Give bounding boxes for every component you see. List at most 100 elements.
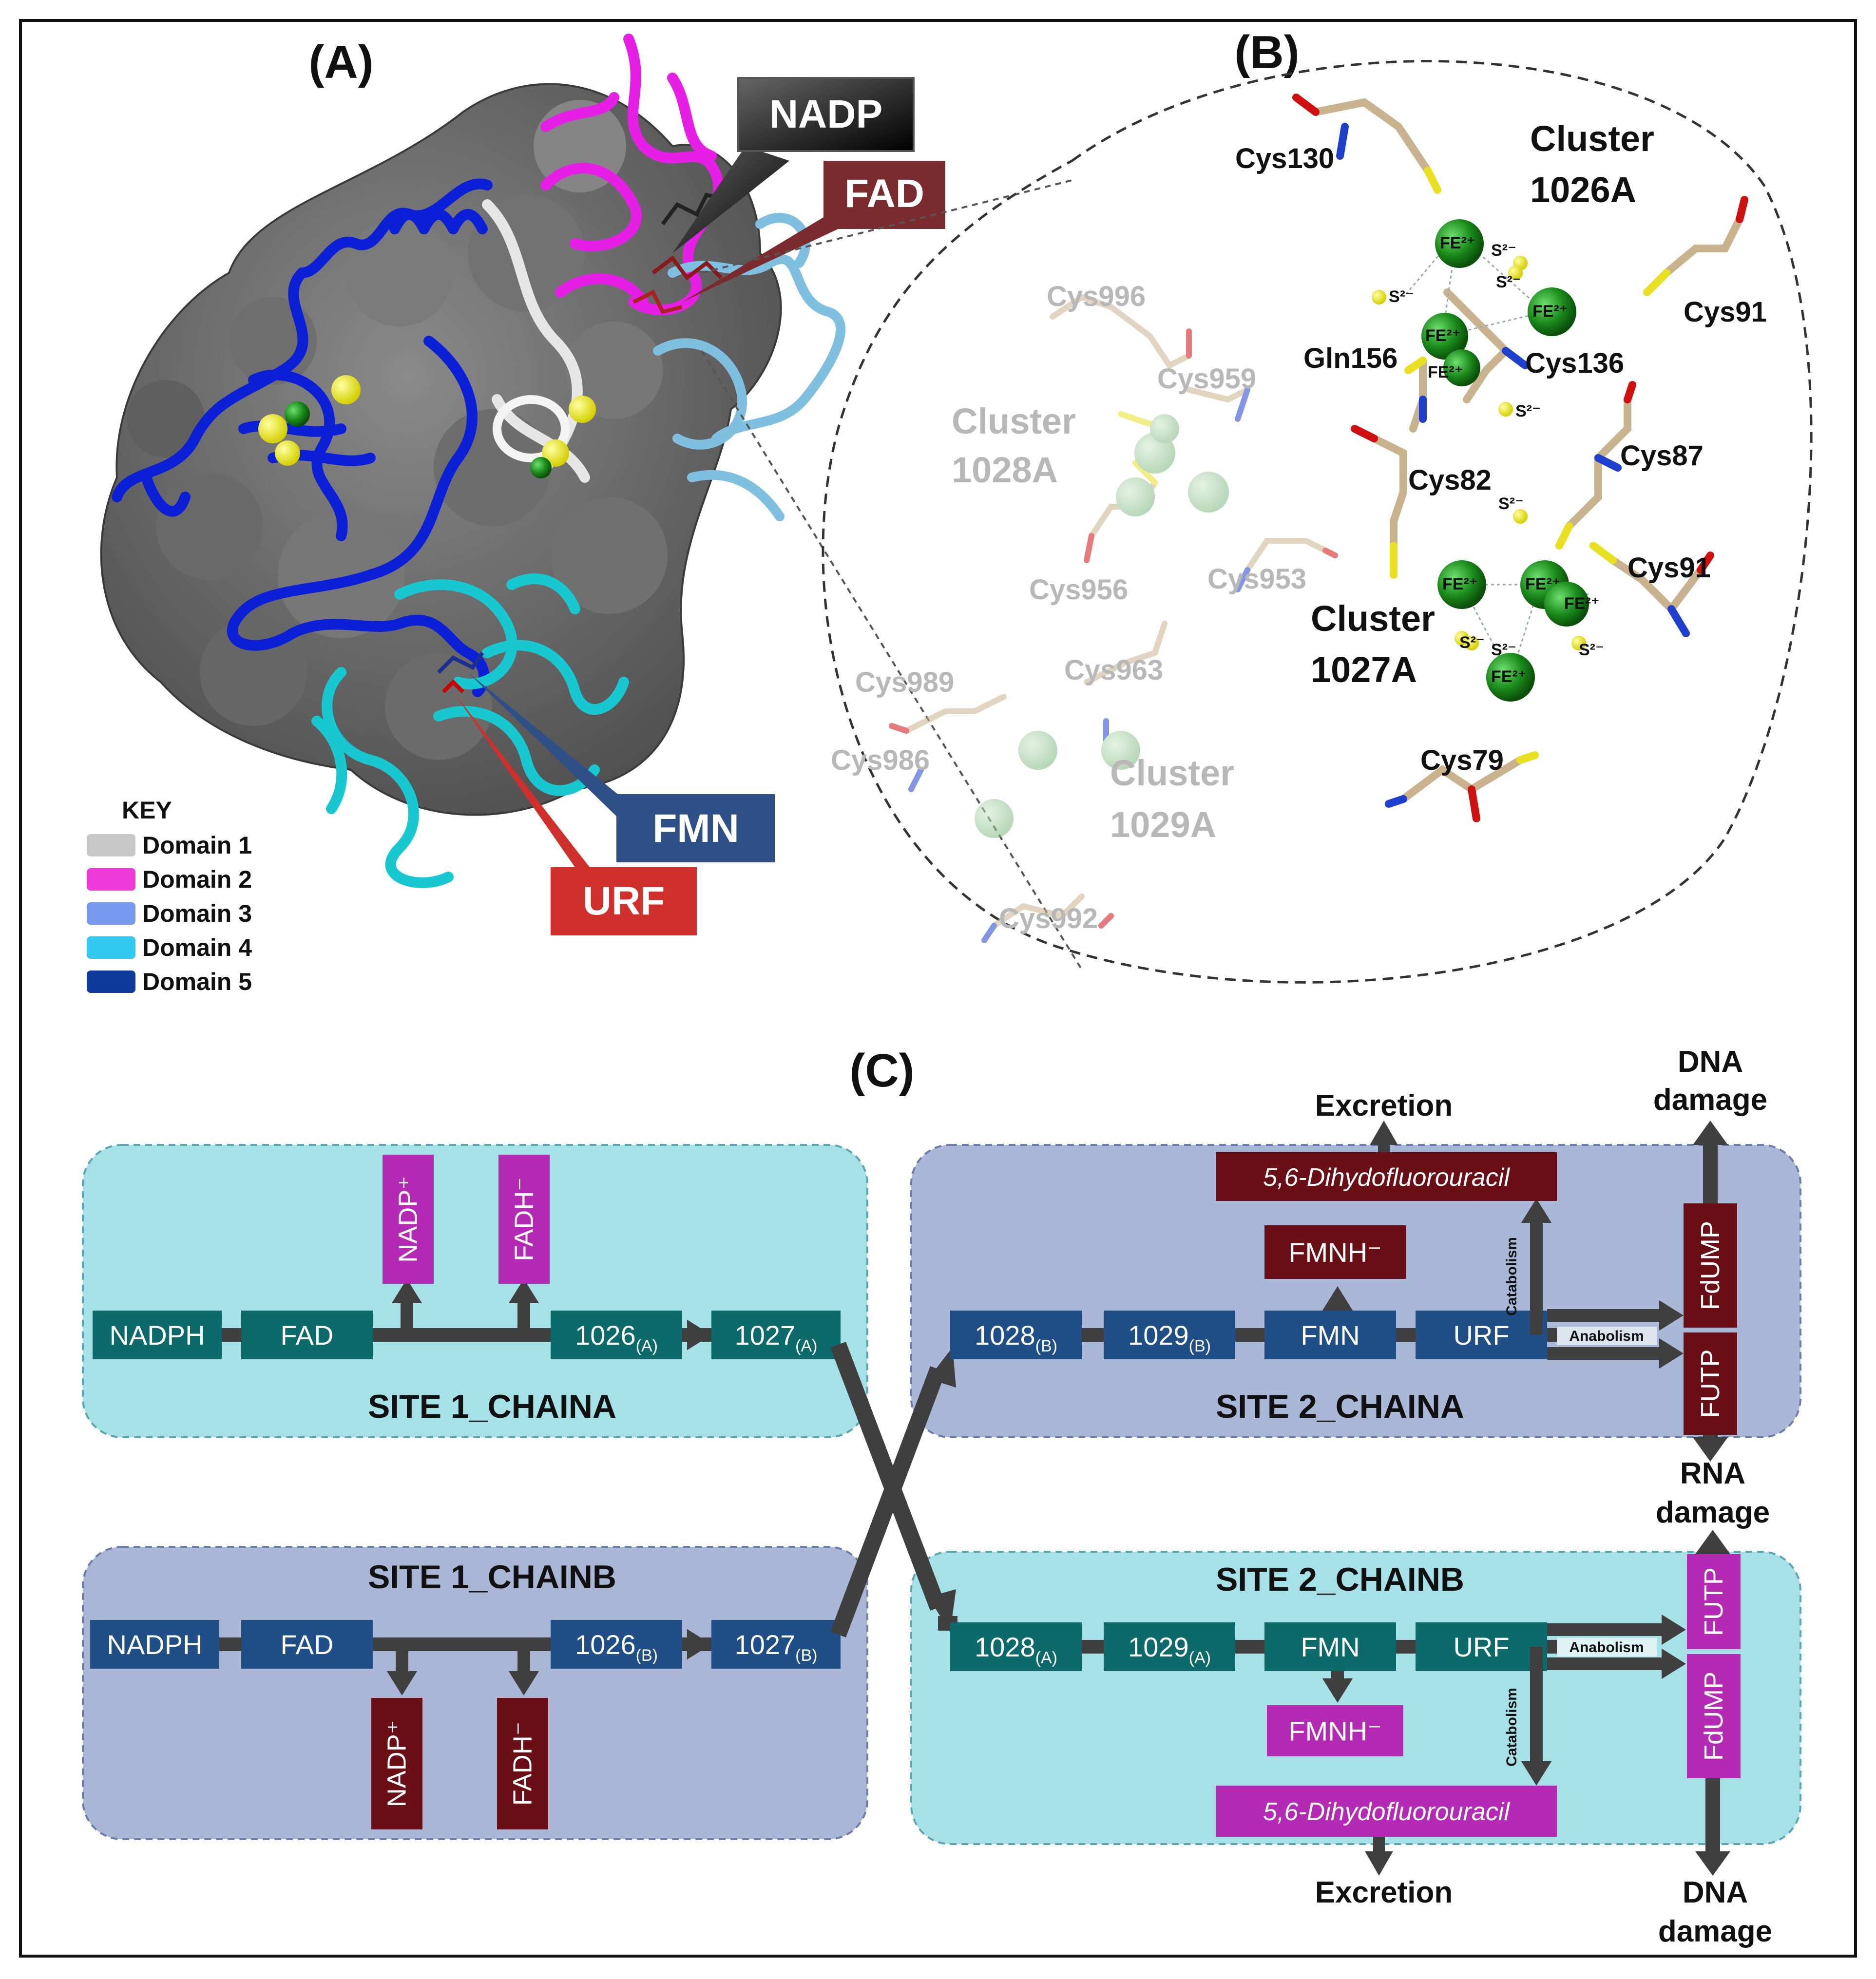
node-1027-box (711, 1311, 841, 1359)
node-fmn-text: FMN (1301, 1320, 1359, 1351)
node-1029-label: 1029(B) (1128, 1320, 1211, 1355)
dark-s-atoms (1372, 256, 1586, 650)
legend-label: Domain 4 (142, 934, 252, 961)
node-1026-subscript: (A) (636, 1337, 658, 1355)
node-fad-text: FAD (281, 1629, 334, 1660)
node-fadh-minus-box (498, 1155, 550, 1284)
flow-arrow-head (1365, 1851, 1393, 1876)
node-urf-box (1416, 1622, 1547, 1671)
domain-4-ribbon (311, 573, 629, 888)
node-fad-text: FAD (281, 1320, 334, 1351)
fmn-callout: FMN (468, 672, 775, 862)
node-nadph-label: NADPH (109, 1320, 205, 1351)
legend-label: Domain 2 (142, 866, 252, 893)
catabolism-label: Catabolism (1504, 1237, 1520, 1316)
node-fadh-minus-box (497, 1698, 548, 1829)
flow-arrow (1703, 1140, 1718, 1203)
legend-label: Domain 3 (142, 900, 252, 927)
node-fadh-minus: FADH⁻ (498, 1155, 550, 1284)
nadp-label: NADP (769, 92, 882, 136)
flow-arrow-head (508, 1279, 539, 1303)
rna-damage-label: damage (1656, 1496, 1770, 1529)
residue-label: 1027A (1311, 649, 1417, 690)
panel-b-label: (B) (1234, 26, 1299, 78)
node-1027-subscript: (B) (795, 1646, 817, 1665)
s-label: S²⁻ (1491, 641, 1516, 659)
node-nadp-plus-box (383, 1155, 434, 1284)
anabolism-label: Anabolism (1569, 1328, 1644, 1344)
panel-b: (B) (701, 26, 1813, 984)
node-fadh-minus-label: FADH⁻ (510, 1177, 539, 1261)
crossing-arrows (830, 1341, 957, 1637)
node-fmn-label: FMN (1301, 1632, 1359, 1662)
legend-swatch (87, 868, 135, 891)
flow-arrow (396, 1644, 408, 1676)
node-fadh-minus-label: FADH⁻ (508, 1722, 537, 1806)
flow-arrow-head (391, 1279, 422, 1303)
residue-label: Cys91 (1627, 552, 1711, 584)
node-1026-label: 1026(B) (575, 1629, 658, 1665)
node-1029: 1029(A) (1104, 1622, 1235, 1671)
residue-label-faded: 1028A (952, 450, 1058, 490)
node-fad-label: FAD (281, 1320, 334, 1351)
dark-fe-atoms (1421, 219, 1589, 702)
node-fad-box (241, 1311, 373, 1359)
anabolism-tag (1557, 1327, 1657, 1345)
cross-arrow-b-to-a (830, 1366, 946, 1637)
residue-label-faded: Cys963 (1064, 654, 1163, 686)
s-label: S²⁻ (1491, 241, 1516, 260)
excretion-label: Excretion (1315, 1089, 1453, 1123)
node-urf-label: URF (1453, 1632, 1509, 1662)
s-label: S²⁻ (1515, 402, 1541, 420)
node-1027-box (711, 1620, 841, 1669)
node-urf-label: URF (1453, 1320, 1509, 1351)
node-fdump-box (1684, 1203, 1737, 1328)
flow-arrow-head (1322, 1678, 1353, 1703)
flow-arrow-head (1695, 1851, 1730, 1876)
node-fmnh-text: FMNH⁻ (1288, 1716, 1381, 1747)
fe-label: FE²⁺ (1491, 667, 1527, 686)
node-1027-text: 1027 (735, 1320, 796, 1351)
residue-label-faded: Cys959 (1157, 363, 1256, 395)
fe-label: FE²⁺ (1440, 234, 1475, 252)
node-futp-box (1684, 1332, 1737, 1435)
node-nadp-plus: NADP⁺ (383, 1155, 434, 1284)
legend-swatch (87, 970, 135, 993)
node-nadp-plus-label: NADP⁺ (383, 1720, 412, 1808)
residue-label-faded: Cys953 (1207, 563, 1306, 595)
node-nadp-plus-label: NADP⁺ (394, 1176, 423, 1263)
site1-chaina-panel (82, 1144, 868, 1438)
flow-arrow (1530, 1666, 1543, 1766)
residue-label: Cys136 (1525, 347, 1624, 379)
flow-arrow (1547, 1623, 1666, 1636)
legend-label: Domain 1 (142, 832, 252, 859)
flow-arrow-head (687, 1319, 711, 1351)
node-1029-subscript: (B) (1189, 1337, 1211, 1355)
node-1028-subscript: (A) (1035, 1649, 1057, 1667)
fad-label: FAD (844, 171, 924, 216)
node-fdump: FdUMP (1687, 1654, 1741, 1778)
node-nadph-box (90, 1620, 219, 1669)
node-1028-label: 1028(A) (975, 1632, 1057, 1667)
node-futp-box (1687, 1554, 1741, 1649)
node-1027-label: 1027(B) (735, 1629, 818, 1665)
node-urf-text: URF (1453, 1320, 1509, 1351)
node-nadph-label: NADPH (107, 1629, 202, 1660)
node-1028-text: 1028 (975, 1632, 1035, 1662)
node-1029: 1029(B) (1104, 1311, 1235, 1359)
panel-a: (A) (87, 34, 945, 995)
node-nadph-text: NADPH (107, 1629, 202, 1660)
residue-label: Cys87 (1620, 440, 1704, 472)
faded-clusters (889, 294, 1338, 943)
node-1027-label: 1027(A) (735, 1320, 818, 1355)
domain-5-ribbon (112, 178, 493, 697)
node-fmn: FMN (1264, 1311, 1396, 1359)
s-label: S²⁻ (1579, 641, 1604, 659)
flow-arrow-head (1693, 1437, 1728, 1462)
residue-label: Cys130 (1235, 143, 1334, 174)
urf-label: URF (583, 879, 665, 923)
residue-label: Gln156 (1303, 343, 1397, 374)
